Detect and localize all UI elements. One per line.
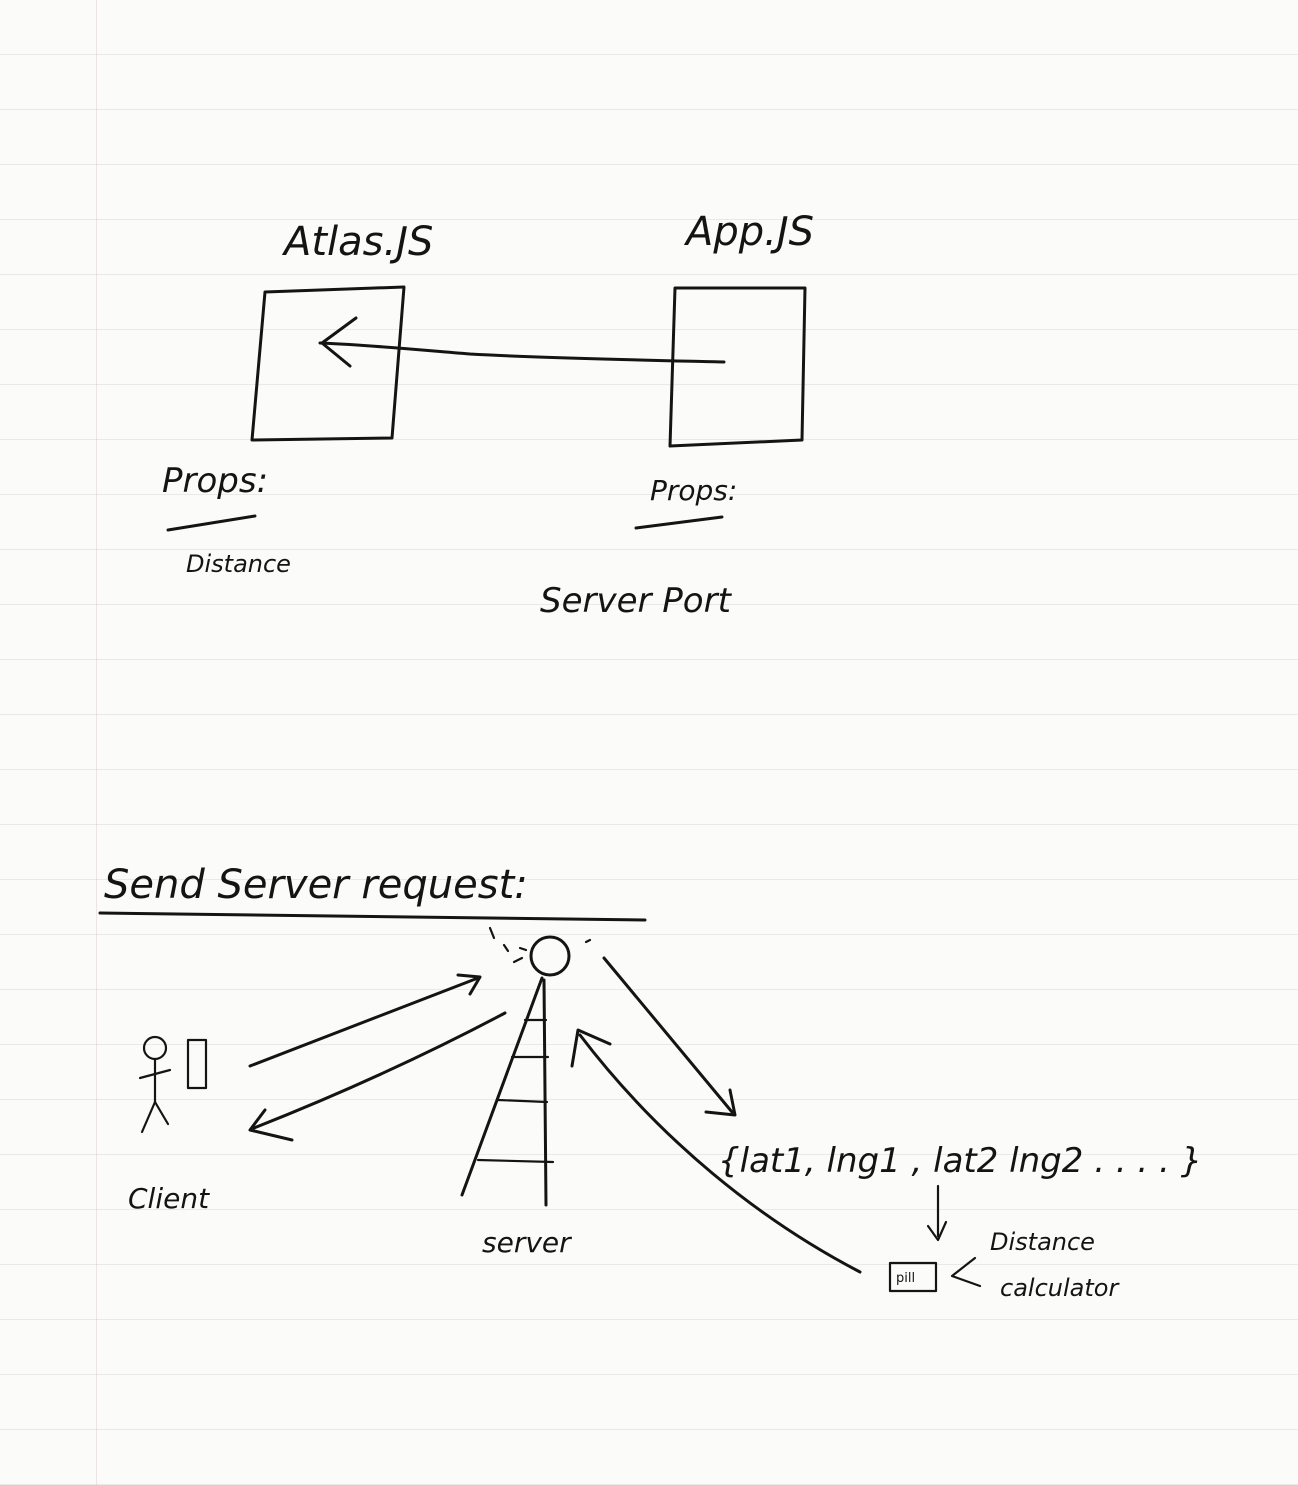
top-diagram: Atlas.JS App.JS Props: Distance Props: S… bbox=[162, 209, 814, 621]
atlas-props-value: Distance bbox=[186, 550, 291, 578]
props-flow-arrow-line bbox=[318, 341, 726, 364]
calculator-to-server-arrowhead bbox=[570, 1028, 612, 1068]
bottom-diagram: Send Server request: Client bbox=[98, 862, 1202, 1302]
app-component-title: App.JS bbox=[683, 209, 814, 255]
client-to-server-arrowhead bbox=[456, 973, 482, 996]
page-margin-line bbox=[96, 0, 97, 1485]
calculator-label-line1: Distance bbox=[990, 1228, 1095, 1256]
app-props-heading-text: Props: bbox=[650, 474, 737, 507]
app-props-underline bbox=[634, 515, 724, 530]
atlas-component-box bbox=[250, 285, 406, 442]
server-to-client-arrow-line bbox=[252, 1011, 507, 1130]
app-props-value: Server Port bbox=[540, 581, 733, 621]
atlas-component-title: Atlas.JS bbox=[281, 219, 433, 265]
distance-calculator-box-label: pill bbox=[896, 1271, 915, 1286]
props-flow-arrowhead bbox=[320, 316, 358, 368]
server-to-coords-arrowhead bbox=[704, 1088, 737, 1117]
server-to-client-arrowhead bbox=[248, 1108, 294, 1142]
distance-calculator-box bbox=[888, 1261, 938, 1293]
server-tower-icon bbox=[460, 926, 592, 1207]
client-device-icon bbox=[186, 1038, 208, 1090]
client-label: Client bbox=[128, 1182, 210, 1215]
request-heading-underline bbox=[98, 911, 647, 922]
atlas-props-heading: Props: bbox=[162, 461, 268, 501]
calculator-to-server-arrow-line bbox=[578, 1033, 862, 1274]
calculator-pointer-arrow bbox=[950, 1256, 982, 1288]
coords-to-calculator-arrowhead bbox=[926, 1220, 948, 1242]
client-stick-figure bbox=[138, 1035, 172, 1134]
request-section-heading: Send Server request: bbox=[104, 862, 528, 908]
client-to-server-arrow-line bbox=[248, 976, 480, 1068]
app-component-box bbox=[668, 286, 807, 448]
atlas-props-underline bbox=[166, 514, 257, 532]
calculator-label-line2: calculator bbox=[1000, 1274, 1120, 1302]
server-label: server bbox=[482, 1226, 572, 1259]
coordinates-list-label: {lat1, lng1 , lat2 lng2 . . . . } bbox=[718, 1141, 1202, 1181]
server-to-coords-arrow-line bbox=[602, 956, 734, 1114]
